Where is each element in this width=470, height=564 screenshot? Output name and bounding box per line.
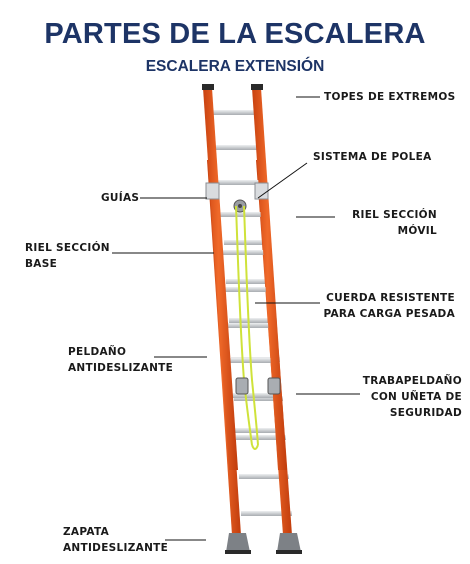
guides (205, 182, 269, 200)
leader-lines (112, 96, 360, 541)
rope (235, 205, 259, 450)
end-caps (202, 84, 263, 90)
label-sistema-de-polea: SISTEMA DE POLEA (313, 151, 432, 163)
label-guias: GUÍAS (101, 192, 140, 204)
rung-locks (235, 377, 281, 395)
diagram-subtitle: ESCALERA EXTENSIÓN (145, 58, 325, 75)
diagram-title: PARTES DE LA ESCALERA (44, 18, 426, 50)
label-topes-de-extremos: TOPES DE EXTREMOS (324, 91, 456, 103)
feet (225, 533, 302, 554)
